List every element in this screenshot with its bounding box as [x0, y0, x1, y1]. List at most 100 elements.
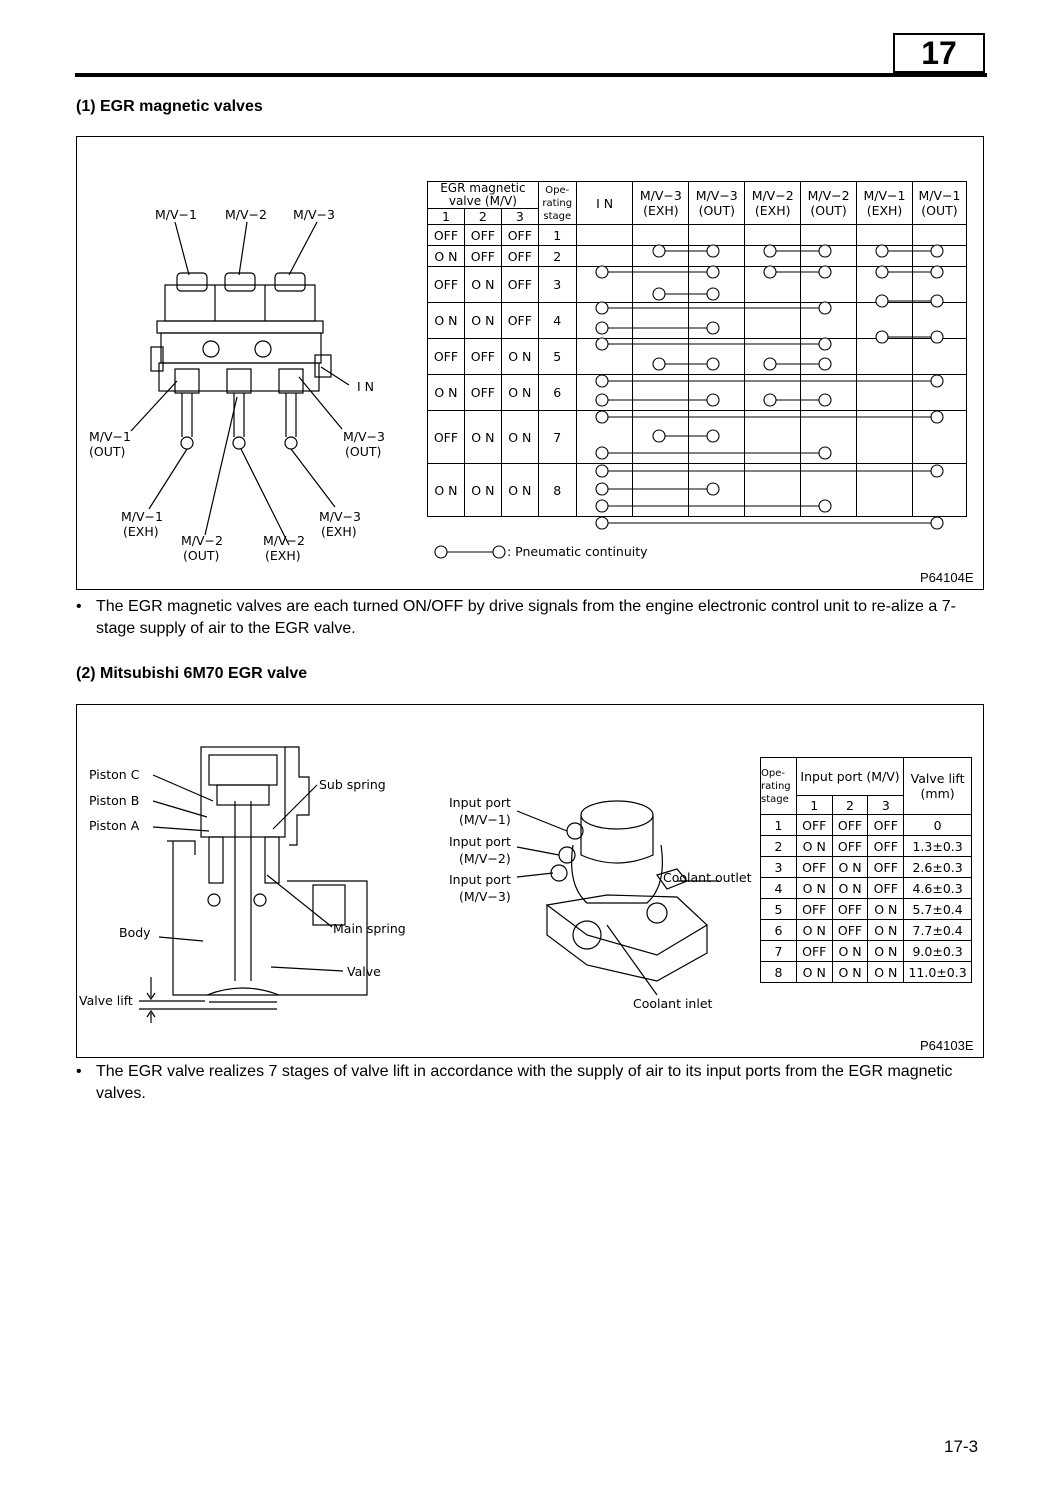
cell: OFF [831, 919, 869, 941]
label-valve-lift: Valve lift [79, 993, 133, 1008]
cell: O N [867, 898, 905, 920]
header-input-port: Input port (M/V) [795, 757, 905, 796]
header-in: I N [575, 181, 634, 225]
cell: OFF [867, 835, 905, 857]
egr-valve-exterior [516, 800, 719, 996]
cell-stage: 4 [760, 877, 797, 899]
header-col-3: M/V−2 (EXH) [744, 181, 802, 225]
note-1-text: The EGR magnetic valves are each turned … [96, 598, 956, 637]
cell-lift: 5.7±0.4 [903, 898, 972, 920]
header-num-1: 1 [795, 795, 833, 815]
continuity-legend: : Pneumatic continuity [507, 544, 648, 559]
valve-lift-table: Ope- rating stage Input port (M/V) Valve… [760, 757, 972, 983]
cell: OFF [867, 814, 905, 836]
cell-stage: 1 [760, 814, 797, 836]
cell-stage: 4 [537, 302, 577, 339]
cell-stage: 5 [537, 338, 577, 375]
label-mv1-out-b: (OUT) [89, 444, 126, 459]
cell: OFF [463, 374, 502, 411]
figure-egr-magnetic-valves: M/V−1 M/V−2 M/V−3 I N M/V−1 (OUT) M/V−3 … [76, 136, 984, 590]
label-mv3-exh-b: (EXH) [321, 524, 357, 539]
cell: O N [867, 940, 905, 962]
cell-stage: 8 [760, 961, 797, 983]
cell-lift: 9.0±0.3 [903, 940, 972, 962]
section-2-title: (2) Mitsubishi 6M70 EGR valve [76, 665, 308, 682]
section-1-title: (1) EGR magnetic valves [76, 98, 263, 115]
cell: O N [427, 245, 465, 267]
cell: O N [831, 961, 869, 983]
cell-stage: 7 [760, 940, 797, 962]
magnetic-valves-drawing [130, 221, 350, 546]
cell: O N [795, 919, 833, 941]
header-stage: Ope- rating stage [537, 181, 577, 225]
label-input-port-2a: Input port [449, 834, 511, 849]
label-mv1-exh-b: (EXH) [123, 524, 159, 539]
cell-lift: 0 [903, 814, 972, 836]
header-col-6: M/V−1 (OUT) [911, 181, 968, 225]
cell-lift: 4.6±0.3 [903, 877, 972, 899]
label-mv3-out-b: (OUT) [345, 444, 382, 459]
cell: OFF [831, 835, 869, 857]
label-input-port-3b: (M/V−3) [459, 889, 511, 904]
cell: O N [463, 410, 502, 464]
label-mv2: M/V−2 [225, 207, 267, 222]
label-coolant-outlet: Coolant outlet [663, 870, 752, 885]
label-mv1-out-a: M/V−1 [89, 429, 131, 444]
cell-lift: 7.7±0.4 [903, 919, 972, 941]
bullet: • [76, 1063, 82, 1080]
cell: OFF [795, 814, 833, 836]
figure-code-2: P64103E [920, 1038, 974, 1053]
figure-egr-valve: Piston C Piston B Piston A Body Valve li… [76, 704, 984, 1058]
label-mv1-exh-a: M/V−1 [121, 509, 163, 524]
label-in: I N [357, 379, 375, 394]
cell-lift: 11.0±0.3 [903, 961, 972, 983]
figure-code-1: P64104E [920, 570, 974, 585]
cell: O N [463, 302, 502, 339]
cell-stage: 6 [537, 374, 577, 411]
header-stage: Ope- rating stage [760, 757, 797, 815]
cell: O N [795, 835, 833, 857]
cell: OFF [795, 898, 833, 920]
cell-stage: 3 [537, 266, 577, 303]
header-num-3: 3 [867, 795, 905, 815]
label-mv2-out-b: (OUT) [183, 548, 220, 563]
header-rule [75, 73, 987, 77]
egr-valve-cross-section [139, 746, 368, 1023]
cell-stage: 8 [537, 463, 577, 517]
label-piston-b: Piston B [89, 793, 140, 808]
label-valve: Valve [347, 964, 381, 979]
continuity-overlay [434, 244, 944, 559]
label-input-port-1b: (M/V−1) [459, 812, 511, 827]
header-col-5: M/V−1 (EXH) [856, 181, 913, 225]
cell: O N [463, 463, 502, 517]
label-main-spring: Main spring [333, 921, 406, 936]
cell: OFF [500, 302, 539, 339]
label-input-port-2b: (M/V−2) [459, 851, 511, 866]
chapter-number: 17 [893, 33, 985, 73]
label-mv3-out-a: M/V−3 [343, 429, 385, 444]
label-mv2-exh-b: (EXH) [265, 548, 301, 563]
cell-stage: 3 [760, 856, 797, 878]
cell-stage: 1 [537, 224, 577, 246]
label-mv2-out-a: M/V−2 [181, 533, 223, 548]
label-piston-a: Piston A [89, 818, 140, 833]
cell: OFF [831, 898, 869, 920]
label-mv2-exh-a: M/V−2 [263, 533, 305, 548]
cell: OFF [831, 814, 869, 836]
label-sub-spring: Sub spring [319, 777, 386, 792]
cell: OFF [795, 940, 833, 962]
header-col-1: M/V−3 (EXH) [632, 181, 690, 225]
label-input-port-3a: Input port [449, 872, 511, 887]
label-piston-c: Piston C [89, 767, 140, 782]
cell: O N [427, 463, 465, 517]
note-2: • The EGR valve realizes 7 stages of val… [76, 1061, 986, 1105]
label-mv1: M/V−1 [155, 207, 197, 222]
